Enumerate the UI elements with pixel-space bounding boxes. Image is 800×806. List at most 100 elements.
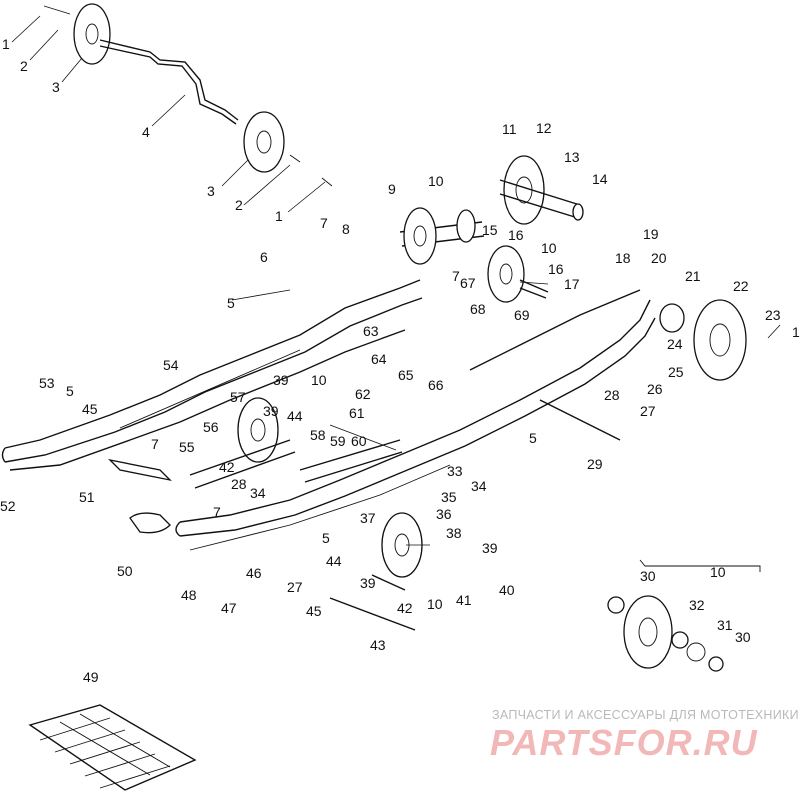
part-label: 11 bbox=[502, 121, 517, 137]
part-label: 67 bbox=[460, 275, 476, 291]
part-label: 29 bbox=[587, 456, 603, 472]
part-label: 25 bbox=[668, 364, 684, 380]
part-label: 15 bbox=[482, 222, 498, 238]
part-label: 44 bbox=[326, 553, 342, 569]
part-label: 21 bbox=[685, 268, 701, 284]
leader-lines bbox=[11, 15, 781, 546]
part-label: 41 bbox=[456, 592, 472, 608]
front-wheel-axle-assembly bbox=[43, 3, 333, 187]
skid-parts bbox=[108, 458, 172, 534]
part-label: 1 bbox=[275, 208, 283, 224]
part-label: 49 bbox=[83, 669, 99, 685]
part-label: 36 bbox=[436, 506, 452, 522]
part-label: 48 bbox=[181, 587, 197, 603]
part-label: 10 bbox=[311, 372, 327, 388]
part-label: 33 bbox=[447, 463, 463, 479]
part-label: 14 bbox=[592, 171, 608, 187]
part-label: 30 bbox=[735, 629, 751, 645]
part-label: 26 bbox=[647, 381, 663, 397]
part-label: 61 bbox=[349, 405, 365, 421]
part-label: 4 bbox=[142, 124, 150, 140]
part-label: 1 bbox=[2, 36, 10, 52]
part-label: 1 bbox=[792, 324, 800, 340]
part-label: 18 bbox=[615, 250, 631, 266]
part-label: 19 bbox=[643, 226, 659, 242]
part-label: 34 bbox=[250, 485, 266, 501]
part-label: 8 bbox=[342, 221, 350, 237]
part-label: 13 bbox=[564, 149, 580, 165]
part-label: 65 bbox=[398, 367, 414, 383]
part-label: 52 bbox=[0, 498, 16, 514]
upper-axle-assembly bbox=[399, 155, 584, 303]
part-label: 40 bbox=[499, 582, 515, 598]
mid-wheels bbox=[189, 397, 423, 578]
part-label: 7 bbox=[213, 504, 221, 520]
part-label: 58 bbox=[310, 427, 326, 443]
part-label: 63 bbox=[363, 323, 379, 339]
rear-idler-wheel bbox=[659, 299, 747, 381]
part-label: 10 bbox=[427, 596, 443, 612]
part-label: 66 bbox=[428, 377, 444, 393]
part-label: 39 bbox=[263, 403, 279, 419]
part-label: 24 bbox=[667, 336, 683, 352]
part-label: 17 bbox=[564, 276, 580, 292]
part-label: 59 bbox=[330, 433, 346, 449]
part-label: 7 bbox=[452, 268, 460, 284]
watermark-caption: ЗАПЧАСТИ И АКСЕССУАРЫ ДЛЯ МОТОТЕХНИКИ bbox=[492, 708, 799, 722]
part-label: 10 bbox=[428, 173, 444, 189]
part-label: 22 bbox=[733, 278, 749, 294]
part-label: 51 bbox=[79, 489, 95, 505]
part-label: 5 bbox=[529, 430, 537, 446]
part-label: 3 bbox=[52, 79, 60, 95]
part-label: 42 bbox=[219, 459, 235, 475]
part-labels: 1 2 3 4 3 2 1 5 6 7 8 9 10 11 12 13 14 1… bbox=[0, 36, 800, 685]
part-label: 45 bbox=[306, 603, 322, 619]
part-label: 39 bbox=[482, 540, 498, 556]
right-rail bbox=[175, 289, 656, 551]
part-label: 16 bbox=[508, 227, 524, 243]
part-label: 55 bbox=[179, 439, 195, 455]
part-label: 3 bbox=[207, 183, 215, 199]
part-label: 7 bbox=[320, 215, 328, 231]
part-label: 45 bbox=[82, 401, 98, 417]
part-label: 9 bbox=[388, 181, 396, 197]
part-label: 10 bbox=[541, 240, 557, 256]
part-label: 10 bbox=[710, 564, 726, 580]
part-label: 56 bbox=[203, 419, 219, 435]
part-label: 16 bbox=[548, 261, 564, 277]
part-label: 64 bbox=[371, 351, 387, 367]
part-label: 53 bbox=[39, 375, 55, 391]
part-label: 39 bbox=[273, 372, 289, 388]
part-label: 6 bbox=[260, 249, 268, 265]
part-label: 23 bbox=[765, 307, 781, 323]
part-label: 7 bbox=[151, 436, 159, 452]
long-bolts bbox=[329, 399, 621, 631]
part-label: 60 bbox=[351, 433, 367, 449]
part-label: 28 bbox=[604, 387, 620, 403]
part-label: 20 bbox=[651, 250, 667, 266]
wheel-detail bbox=[607, 559, 761, 672]
part-label: 38 bbox=[446, 525, 462, 541]
part-label: 62 bbox=[355, 386, 371, 402]
part-label: 32 bbox=[689, 597, 705, 613]
part-label: 27 bbox=[640, 403, 656, 419]
part-label: 46 bbox=[246, 565, 262, 581]
part-label: 35 bbox=[441, 489, 457, 505]
part-label: 30 bbox=[640, 568, 656, 584]
part-label: 54 bbox=[163, 357, 179, 373]
part-label: 5 bbox=[227, 295, 235, 311]
part-label: 31 bbox=[717, 617, 733, 633]
part-label: 42 bbox=[397, 600, 413, 616]
track-section bbox=[28, 704, 197, 791]
part-label: 2 bbox=[235, 197, 243, 213]
part-label: 69 bbox=[514, 307, 530, 323]
part-label: 47 bbox=[221, 600, 237, 616]
part-label: 37 bbox=[360, 510, 376, 526]
part-label: 34 bbox=[471, 478, 487, 494]
watermark-logo: PARTSFOR.RU bbox=[490, 722, 758, 763]
part-label: 12 bbox=[536, 120, 552, 136]
part-label: 57 bbox=[230, 389, 246, 405]
part-label: 27 bbox=[287, 579, 303, 595]
part-label: 39 bbox=[360, 575, 376, 591]
part-label: 28 bbox=[231, 476, 247, 492]
